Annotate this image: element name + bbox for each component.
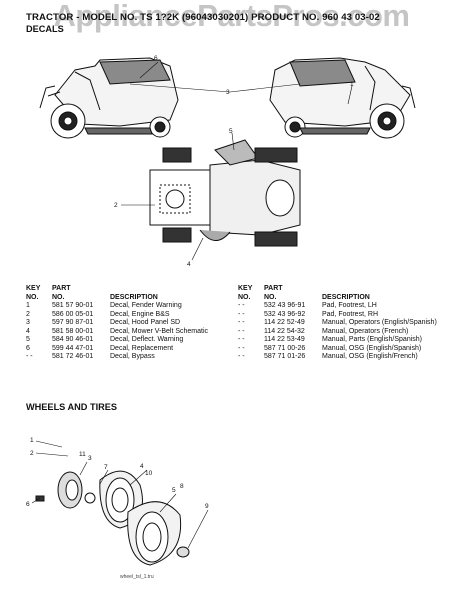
cell-key: - - — [26, 353, 33, 360]
callout-wheel-3: 3 — [88, 455, 92, 462]
cell-desc: Manual, Operators (English/Spanish) — [322, 319, 437, 326]
cell-part: 114 22 52-49 — [264, 319, 305, 326]
cell-key: 2 — [26, 310, 30, 318]
table-row: 3 597 90 87-01 Decal, Hood Panel SD — [26, 319, 214, 328]
table-row: 5 584 90 46-01 Decal, Deflect. Warning — [26, 336, 214, 345]
cell-part: 587 71 01-26 — [264, 353, 306, 360]
table-row: - - 532 43 96-92 Pad, Footrest, RH — [238, 311, 443, 320]
section-title-decals: DECALS — [26, 24, 64, 34]
cell-key: - - — [238, 336, 245, 343]
table-row: 2 586 00 05-01 Decal, Engine B&S — [26, 311, 214, 320]
table-row: - - 114 22 52-49 Manual, Operators (Englis… — [238, 319, 443, 328]
cell-key: 5 — [26, 336, 30, 343]
cell-key: - - — [238, 353, 245, 360]
parts-table-left: KEY NO. PART NO. DESCRIPTION 1 581 57 90-… — [26, 285, 214, 362]
cell-part: 587 71 00-26 — [264, 344, 306, 352]
column-header-key: KEY NO. — [238, 285, 253, 301]
callout-wheel-9: 9 — [205, 503, 209, 510]
column-header-key: KEY NO. — [26, 285, 41, 301]
callout-wheel-6: 6 — [26, 501, 30, 508]
callout-decal-2: 2 — [114, 202, 118, 209]
callout-wheel-2: 2 — [30, 450, 34, 457]
cell-part: 581 58 00-01 — [52, 327, 94, 335]
table-row: - - 587 71 01-26 Manual, OSG (English/Fren… — [238, 353, 443, 362]
table-row: 6 599 44 47-01 Decal, Replacement — [26, 345, 214, 354]
cell-key: - - — [238, 310, 245, 318]
cell-key: 3 — [26, 319, 30, 326]
page-title: TRACTOR - MODEL NO. TS 1?2K (96043030201… — [26, 12, 380, 23]
section-title-wheels: WHEELS AND TIRES — [26, 402, 118, 412]
cell-key: 4 — [26, 327, 30, 335]
decal-leader-lines — [121, 61, 353, 261]
callout-wheel-8: 8 — [180, 483, 184, 490]
column-header-description: DESCRIPTION — [110, 293, 158, 301]
wheels-leader-lines — [31, 440, 209, 549]
cell-part: 581 72 46-01 — [52, 353, 94, 360]
callout-wheel-7: 7 — [104, 464, 108, 471]
column-header-part: PART NO. — [52, 285, 71, 301]
cell-part: 532 43 96-91 — [264, 302, 306, 309]
column-header-description: DESCRIPTION — [322, 293, 370, 301]
table-row: 4 581 58 00-01 Decal, Mower V-Belt Schemat… — [26, 328, 214, 337]
wheels-illustration — [35, 470, 190, 566]
figure-caption: wheel_tsl_1.tru — [120, 574, 154, 580]
table-row: - - 114 22 54-32 Manual, Operators (French… — [238, 328, 443, 337]
table-row: 1 581 57 90-01 Decal, Fender Warning — [26, 302, 214, 311]
cell-desc: Decal, Hood Panel SD — [110, 319, 181, 326]
cell-desc: Decal, Deflect. Warning — [110, 336, 184, 343]
cell-desc: Manual, OSG (English/Spanish) — [322, 344, 422, 352]
table-row: - - 587 71 00-26 Manual, OSG (English/Span… — [238, 345, 443, 354]
table-row: - - 532 43 96-91 Pad, Footrest, LH — [238, 302, 443, 311]
callout-decal-6: 6 — [154, 55, 158, 62]
callout-wheel-11: 11 — [79, 451, 86, 458]
cell-desc: Decal, Fender Warning — [110, 302, 182, 309]
cell-part: 532 43 96-92 — [264, 310, 306, 318]
cell-key: - - — [238, 327, 245, 335]
cell-desc: Decal, Replacement — [110, 344, 174, 352]
cell-key: - - — [238, 344, 245, 352]
callout-decal-5: 5 — [229, 128, 233, 135]
column-header-part: PART NO. — [264, 285, 283, 301]
cell-part: 114 22 53-49 — [264, 336, 305, 343]
tractor-right-illustration — [269, 57, 416, 139]
cell-desc: Manual, OSG (English/French) — [322, 353, 418, 360]
cell-desc: Decal, Engine B&S — [110, 310, 170, 318]
callout-wheel-10: 10 — [145, 470, 153, 477]
cell-part: 584 90 46-01 — [52, 336, 94, 343]
cell-key: - - — [238, 302, 245, 309]
cell-desc: Pad, Footrest, RH — [322, 310, 379, 318]
callout-decal-1: 1 — [350, 81, 354, 88]
cell-desc: Manual, Parts (English/Spanish) — [322, 336, 422, 343]
cell-part: 586 00 05-01 — [52, 310, 94, 318]
callout-wheel-1: 1 — [30, 437, 34, 444]
cell-part: 581 57 90-01 — [52, 302, 94, 309]
callout-wheel-4: 4 — [140, 463, 144, 470]
table-row: - - 581 72 46-01 Decal, Bypass — [26, 353, 214, 362]
cell-part: 597 90 87-01 — [52, 319, 94, 326]
table-row: - - 114 22 53-49 Manual, Parts (English/Sp… — [238, 336, 443, 345]
callout-wheel-5: 5 — [172, 487, 176, 494]
cell-key: 1 — [26, 302, 30, 309]
cell-key: 6 — [26, 344, 30, 352]
cell-desc: Manual, Operators (French) — [322, 327, 409, 335]
parts-table-right: KEY NO. PART NO. DESCRIPTION - - 532 43 9… — [238, 285, 443, 362]
cell-key: - - — [238, 319, 245, 326]
tractor-left-illustration — [39, 57, 179, 139]
callout-decal-4: 4 — [187, 261, 191, 268]
callout-decal-3: 3 — [226, 89, 230, 96]
cell-part: 114 22 54-32 — [264, 327, 305, 335]
cell-part: 599 44 47-01 — [52, 344, 94, 352]
cell-desc: Decal, Bypass — [110, 353, 155, 360]
tractor-top-view-illustration — [149, 139, 301, 247]
cell-desc: Decal, Mower V-Belt Schematic — [110, 327, 209, 335]
cell-desc: Pad, Footrest, LH — [322, 302, 377, 309]
